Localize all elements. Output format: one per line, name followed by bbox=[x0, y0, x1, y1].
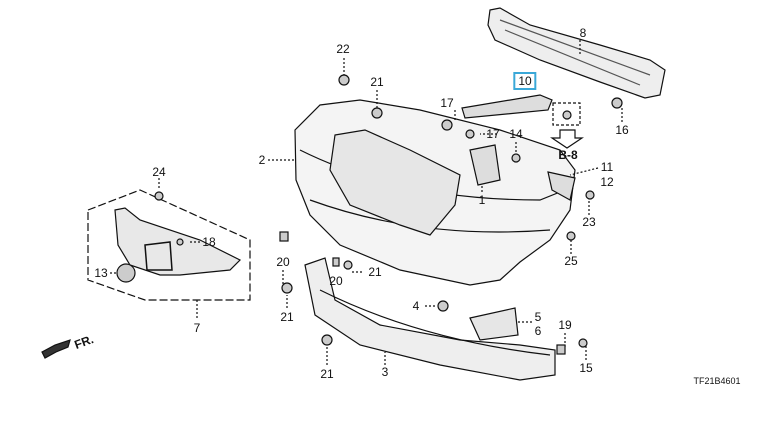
front-direction-arrow-icon bbox=[41, 339, 71, 359]
grille-assembly-box bbox=[87, 189, 251, 301]
honda-emblem bbox=[116, 263, 136, 283]
callout-6: 6 bbox=[534, 324, 542, 338]
callout-10-highlighted[interactable]: 10 bbox=[513, 72, 537, 90]
callout-18: 18 bbox=[202, 235, 216, 249]
bumper-absorber-beam bbox=[487, 7, 666, 99]
callout-14: 14 bbox=[509, 127, 523, 141]
callout-20: 20 bbox=[329, 274, 343, 288]
callout-15: 15 bbox=[579, 361, 593, 375]
diagram-code: TF21B4601 bbox=[693, 376, 741, 386]
callout-12: 12 bbox=[600, 175, 614, 189]
side-bracket bbox=[461, 94, 553, 119]
callout-11: 11 bbox=[600, 160, 614, 174]
callout-22: 22 bbox=[336, 42, 350, 56]
callout-8: 8 bbox=[579, 26, 587, 40]
callout-25: 25 bbox=[564, 254, 578, 268]
callout-1: 1 bbox=[478, 193, 486, 207]
callout-5: 5 bbox=[534, 310, 542, 324]
bolt-icon bbox=[338, 74, 350, 86]
callout-17: 17 bbox=[486, 127, 500, 141]
grille-frame bbox=[329, 129, 461, 236]
callout-21: 21 bbox=[370, 75, 384, 89]
clip-reference-box bbox=[552, 102, 581, 126]
callout-20: 20 bbox=[276, 255, 290, 269]
callout-24: 24 bbox=[152, 165, 166, 179]
callout-16: 16 bbox=[615, 123, 629, 137]
callout-23: 23 bbox=[582, 215, 596, 229]
callout-21: 21 bbox=[368, 265, 382, 279]
callout-13: 13 bbox=[94, 266, 108, 280]
callout-3: 3 bbox=[381, 365, 389, 379]
callout-21: 21 bbox=[320, 367, 334, 381]
callout-7: 7 bbox=[193, 321, 201, 335]
fog-light-garnish bbox=[469, 307, 519, 341]
callout-4: 4 bbox=[412, 299, 420, 313]
lower-spoiler bbox=[304, 257, 556, 381]
callout-2: 2 bbox=[258, 153, 266, 167]
arrow-down-icon bbox=[550, 129, 584, 149]
callout-19: 19 bbox=[558, 318, 572, 332]
callout-21: 21 bbox=[280, 310, 294, 324]
reference-label: B-8 bbox=[558, 148, 578, 162]
callout-17: 17 bbox=[440, 96, 454, 110]
